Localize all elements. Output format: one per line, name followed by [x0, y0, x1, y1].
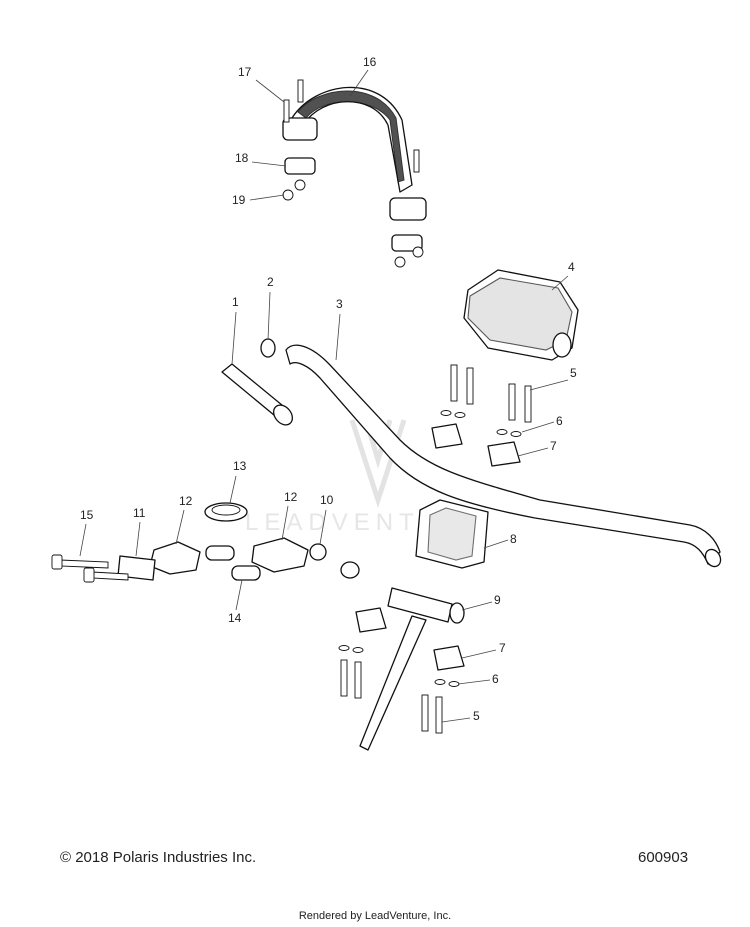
copyright-text: © 2018 Polaris Industries Inc.: [60, 849, 257, 866]
spacer-nut: [309, 543, 327, 561]
callout-16: 16: [363, 55, 377, 69]
callout-13: 13: [233, 459, 247, 473]
reference-number: 600903: [638, 849, 689, 866]
clamp-bolt: [435, 696, 443, 734]
clamp-bolt: [421, 694, 429, 732]
spacer-tube-lower: [231, 565, 261, 581]
mount-clamp-right: [251, 537, 309, 573]
callout-7: 7: [550, 439, 557, 453]
grip-and-plug: [221, 338, 294, 426]
upper-clamp-cap: [431, 423, 463, 449]
washer: [434, 679, 446, 685]
lower-clamp-cap: [355, 607, 387, 633]
crossbar-nut: [394, 256, 406, 268]
callout-6-lower: 6: [492, 672, 499, 686]
callout-14: 14: [228, 611, 242, 625]
crossbar-cap-left: [284, 157, 316, 175]
crossbar-nut: [294, 179, 306, 191]
callout-9: 9: [494, 593, 501, 607]
lower-clamp-cap: [433, 645, 465, 671]
callout-15: 15: [80, 508, 94, 522]
callout-18: 18: [235, 151, 249, 165]
bar-pad: [463, 269, 579, 361]
washer: [454, 412, 466, 418]
callout-11: 11: [133, 506, 146, 520]
callout-8: 8: [510, 532, 517, 546]
crossbar-bolt: [283, 99, 290, 123]
crossbar-bolt: [297, 79, 304, 103]
washer: [448, 681, 460, 687]
crossbar-cap-right: [391, 234, 423, 252]
hex-bolt: [59, 559, 109, 569]
upper-clamp-cap: [487, 441, 521, 467]
callout-1: 1: [232, 295, 239, 309]
callout-12: 12: [284, 490, 298, 504]
callout-10: 10: [320, 493, 334, 507]
end-plug: [260, 338, 276, 358]
spacer-tube: [205, 545, 235, 561]
callout-6: 6: [556, 414, 563, 428]
clamp-bolt: [340, 659, 348, 697]
clamp-bolt: [508, 383, 516, 421]
washer: [440, 410, 452, 416]
lower-clamp-block: [415, 499, 489, 569]
mount-clamp-left: [149, 541, 201, 575]
clamp-bolt: [466, 367, 474, 405]
callout-5: 5: [570, 366, 577, 380]
callout-12: 12: [179, 494, 193, 508]
flange-nut: [340, 561, 360, 579]
upper-clamp-hardware: [431, 364, 532, 467]
crossbar-clamp-left: [282, 117, 318, 141]
callout-7-lower: 7: [499, 641, 506, 655]
callout-2: 2: [267, 275, 274, 289]
crossbar-nut: [282, 189, 294, 201]
clamp-bolt: [524, 385, 532, 423]
clamp-bolt: [450, 364, 458, 402]
washer: [496, 429, 508, 435]
crossbar-bolt: [413, 149, 420, 173]
lower-clamp-hardware: [338, 607, 465, 734]
callout-17: 17: [238, 65, 252, 79]
callout-3: 3: [336, 297, 343, 311]
crossbar-pad-assembly: [282, 79, 427, 268]
crossbar-nut: [412, 246, 424, 258]
steering-post: [359, 587, 465, 751]
crossbar-clamp-right: [389, 197, 427, 221]
rendered-by-text: Rendered by LeadVenture, Inc.: [298, 910, 452, 922]
callout-labels: 17 16 18 19 1 2 3 4 5 6 7 13 12 12 10 15…: [80, 55, 577, 723]
callout-4: 4: [568, 260, 575, 274]
washer: [510, 431, 522, 437]
leader-lines: [79, 69, 569, 723]
callout-5-lower: 5: [473, 709, 480, 723]
callout-19: 19: [232, 193, 246, 207]
washer: [352, 647, 364, 653]
clamp-bolt: [354, 661, 362, 699]
handlebar: [285, 344, 722, 568]
washer: [338, 645, 350, 651]
left-mount-hardware: [51, 502, 360, 583]
